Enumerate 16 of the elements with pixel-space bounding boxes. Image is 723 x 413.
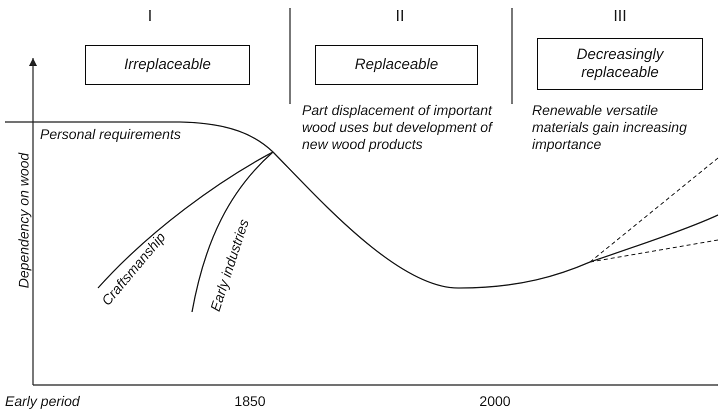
stage-box [537, 38, 703, 90]
axis-tick-label: Early period [5, 393, 81, 410]
axis-tick-label: 2000 [478, 393, 512, 410]
stage-name: Replaceable [354, 56, 438, 74]
stage-box [315, 45, 478, 85]
stage-name: Decreasingly replaceable [576, 46, 665, 82]
axis-tick-label: 1850 [233, 393, 267, 410]
period-note: Part displacement of important wood uses but development of new wood products [302, 102, 494, 153]
period-note: Renewable versatile materials gain increasing importance [532, 102, 688, 153]
axis-title: Dependency on wood [16, 152, 32, 290]
stage-box [85, 45, 250, 85]
period-numeral: II [394, 8, 406, 25]
period-numeral: III [612, 8, 628, 25]
period-numeral: I [146, 8, 154, 25]
curve-label: Personal requirements [40, 126, 182, 143]
stage-name: Irreplaceable [124, 56, 211, 74]
